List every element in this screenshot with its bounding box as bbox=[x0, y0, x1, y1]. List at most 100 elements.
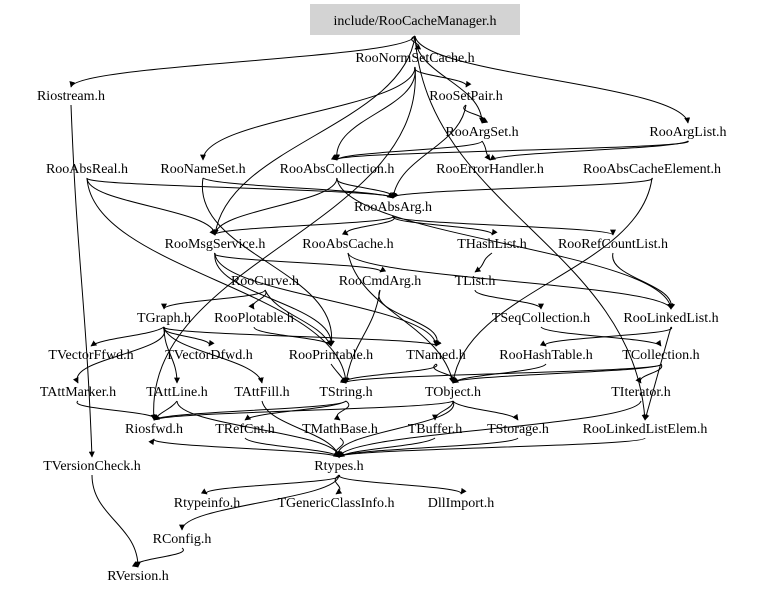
node-tgraph[interactable]: TGraph.h bbox=[137, 311, 191, 326]
node-roosetpair[interactable]: RooSetPair.h bbox=[429, 89, 503, 104]
node-rooarglist[interactable]: RooArgList.h bbox=[649, 125, 726, 140]
node-titerator[interactable]: TIterator.h bbox=[611, 385, 670, 400]
edge-tstring-to-tmathbase bbox=[333, 400, 350, 421]
edge-rooabscacheelement-to-tobject bbox=[450, 177, 653, 384]
edge-rooabscacheelement-to-rooabsarg bbox=[386, 177, 653, 199]
node-tobject[interactable]: TObject.h bbox=[425, 385, 481, 400]
edge-root-to-riostream bbox=[69, 35, 416, 88]
node-rconfig[interactable]: RConfig.h bbox=[153, 532, 212, 547]
edge-tversioncheck-to-rversion bbox=[91, 474, 141, 568]
edge-root-to-rooargset bbox=[414, 35, 485, 124]
node-roolinkedlist[interactable]: RooLinkedList.h bbox=[623, 311, 718, 326]
edge-rooprintable-to-tstring bbox=[330, 363, 347, 384]
node-tbuffer[interactable]: TBuffer.h bbox=[408, 422, 463, 437]
node-rooabsreal[interactable]: RooAbsReal.h bbox=[46, 162, 128, 177]
edge-rooabsarg-to-rooabscache bbox=[341, 215, 395, 236]
edge-roonormsetcache-to-roonameset bbox=[200, 66, 416, 161]
node-tnamed[interactable]: TNamed.h bbox=[406, 348, 465, 363]
edge-tcollection-to-tobject bbox=[450, 363, 662, 384]
node-riosfwd[interactable]: Riosfwd.h bbox=[125, 422, 183, 437]
edge-rooabsreal-to-rooabsarg bbox=[86, 177, 399, 199]
node-tseqcollection[interactable]: TSeqCollection.h bbox=[492, 311, 590, 326]
edge-rooabscache-to-roolinkedlist bbox=[347, 252, 673, 310]
edge-tgraph-to-tattfill bbox=[163, 326, 264, 384]
edge-titerator-to-rtypes bbox=[337, 400, 642, 458]
node-tlist[interactable]: TList.h bbox=[455, 274, 496, 289]
edge-tcollection-to-titerator bbox=[635, 363, 663, 384]
node-rversion[interactable]: RVersion.h bbox=[107, 569, 169, 584]
node-tgenericclassinfo[interactable]: TGenericClassInfo.h bbox=[277, 496, 394, 511]
node-dllimport[interactable]: DllImport.h bbox=[428, 496, 495, 511]
node-riostream[interactable]: Riostream.h bbox=[37, 89, 105, 104]
node-rooprintable[interactable]: RooPrintable.h bbox=[289, 348, 373, 363]
edge-roocmdarg-to-tnamed bbox=[378, 289, 442, 347]
edge-root-to-roolinkedlistelem bbox=[414, 35, 648, 421]
node-trefcnt[interactable]: TRefCnt.h bbox=[215, 422, 275, 437]
edge-rooabsreal-to-tstring bbox=[86, 177, 349, 384]
edge-riostream-to-tversioncheck bbox=[70, 104, 95, 458]
edge-rtypes-to-tgenericclassinfo bbox=[334, 474, 343, 495]
node-tvectorffwd[interactable]: TVectorFfwd.h bbox=[48, 348, 133, 363]
node-tcollection[interactable]: TCollection.h bbox=[622, 348, 699, 363]
edge-tseqcollection-to-tcollection bbox=[540, 326, 662, 347]
node-thashlist[interactable]: THashList.h bbox=[457, 237, 527, 252]
node-roorefcountlist[interactable]: RooRefCountList.h bbox=[558, 237, 668, 252]
edge-rooplotable-to-rooprintable bbox=[253, 326, 334, 347]
node-root[interactable]: include/RooCacheManager.h bbox=[334, 14, 497, 29]
node-rtypeinfo[interactable]: Rtypeinfo.h bbox=[174, 496, 241, 511]
edge-roonameset-to-rooabsarg bbox=[202, 177, 394, 199]
edge-rooabsarg-to-roomsgservice bbox=[209, 215, 394, 236]
edge-tattline-to-rtypes bbox=[176, 400, 342, 458]
edge-tnamed-to-tstring bbox=[339, 363, 438, 384]
edge-tlist-to-tseqcollection bbox=[474, 289, 544, 310]
edge-tgraph-to-tattmarker bbox=[72, 326, 166, 384]
edge-root-to-roomsgservice bbox=[212, 35, 416, 236]
edge-roonameset-to-rooprintable bbox=[201, 177, 335, 347]
edge-roorefcountlist-to-roolinkedlist bbox=[612, 252, 676, 310]
node-tstring[interactable]: TString.h bbox=[319, 385, 372, 400]
edge-tgraph-to-tnamed bbox=[163, 326, 442, 347]
node-tattline[interactable]: TAttLine.h bbox=[146, 385, 207, 400]
edge-roocmdarg-to-tstring bbox=[343, 289, 381, 384]
edge-tobject-to-rtypes bbox=[333, 400, 454, 458]
node-layer: include/RooCacheManager.h RooNormSetCach… bbox=[37, 14, 727, 584]
edge-tattmarker-to-riosfwd bbox=[76, 400, 161, 421]
edge-rtypes-to-rconfig bbox=[179, 474, 340, 531]
edge-tstring-to-riosfwd bbox=[153, 400, 347, 421]
node-tmathbase[interactable]: TMathBase.h bbox=[302, 422, 378, 437]
edge-roomsgservice-to-roocmdarg bbox=[214, 252, 387, 273]
node-roocurve[interactable]: RooCurve.h bbox=[231, 274, 299, 289]
node-roocmdarg[interactable]: RooCmdArg.h bbox=[339, 274, 422, 289]
edge-roomsgservice-to-tnamed bbox=[214, 252, 439, 347]
node-rooplotable[interactable]: RooPlotable.h bbox=[214, 311, 294, 326]
edge-rooabsarg-to-thashlist bbox=[392, 215, 498, 236]
node-rtypes[interactable]: Rtypes.h bbox=[314, 459, 363, 474]
node-roomsgservice[interactable]: RooMsgService.h bbox=[165, 237, 266, 252]
edge-roosetpair-to-rooargset bbox=[463, 104, 489, 124]
node-rooabscollection[interactable]: RooAbsCollection.h bbox=[280, 162, 395, 177]
node-rooargset[interactable]: RooArgSet.h bbox=[445, 125, 518, 140]
edge-roomsgservice-to-rooprintable bbox=[214, 252, 335, 347]
node-rooerrorhandler[interactable]: RooErrorHandler.h bbox=[436, 162, 544, 177]
edge-tmathbase-to-rtypes bbox=[332, 437, 344, 458]
node-rooabscacheelement[interactable]: RooAbsCacheElement.h bbox=[583, 162, 721, 177]
node-rooabsarg[interactable]: RooAbsArg.h bbox=[354, 200, 432, 215]
node-roonormsetcache[interactable]: RooNormSetCache.h bbox=[355, 51, 474, 66]
node-tvectordfwd[interactable]: TVectorDfwd.h bbox=[165, 348, 252, 363]
node-tstorage[interactable]: TStorage.h bbox=[487, 422, 549, 437]
edge-rooabsarg-to-roorefcountlist bbox=[392, 215, 616, 236]
node-rooabscache[interactable]: RooAbsCache.h bbox=[302, 237, 393, 252]
node-tattfill[interactable]: TAttFill.h bbox=[234, 385, 289, 400]
edge-rooabsreal-to-roomsgservice bbox=[86, 177, 218, 236]
node-tattmarker[interactable]: TAttMarker.h bbox=[40, 385, 116, 400]
edge-rooarglist-to-rooerrorhandler bbox=[489, 140, 689, 161]
node-roonameset[interactable]: RooNameSet.h bbox=[160, 162, 245, 177]
node-tversioncheck[interactable]: TVersionCheck.h bbox=[43, 459, 141, 474]
edge-roocurve-to-tgraph bbox=[161, 289, 266, 310]
edge-rtypes-to-riosfwd bbox=[148, 438, 340, 459]
edge-tobject-to-tstorage bbox=[452, 400, 519, 421]
node-roohashtable[interactable]: RooHashTable.h bbox=[499, 348, 593, 363]
edge-tstorage-to-rtypes bbox=[338, 437, 519, 458]
node-roolinkedlistelem[interactable]: RooLinkedListElem.h bbox=[583, 422, 708, 437]
